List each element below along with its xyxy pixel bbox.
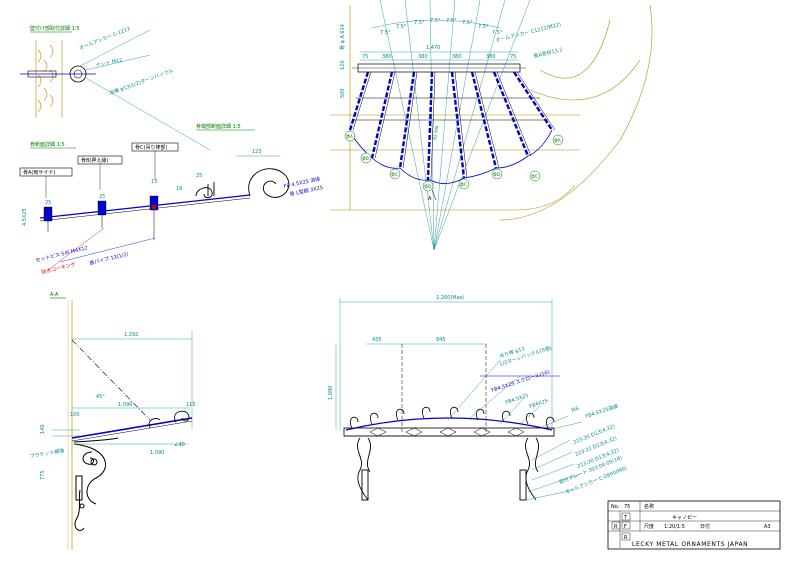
svg-text:380: 380 <box>452 54 462 60</box>
plan-anchor-label: オールアンカー C1212(M12) <box>495 22 562 44</box>
svg-text:骨C: 骨C <box>531 173 538 179</box>
scroll-end-ornament <box>195 168 290 199</box>
wall-attachment-detail: 壁付け部取付詳細 1:5 オールアンカー C-1212 ナット M12 吊棒 φ… <box>20 25 211 151</box>
title-scale-value: 1:20/1:5 <box>664 524 685 530</box>
svg-text:FB4.5X25溶接: FB4.5X25溶接 <box>584 403 619 420</box>
caulking-label: 防水コーキング <box>41 261 77 276</box>
svg-text:FB4.5X25 スクロール(16): FB4.5X25 スクロール(16) <box>491 369 551 394</box>
svg-text:骨A: 骨A <box>554 137 561 143</box>
anchor-label: オールアンカー C-1212 <box>79 26 132 52</box>
svg-text:75: 75 <box>510 54 516 60</box>
plan-bone-markers: 骨A 骨B 骨C 骨D 骨C 骨D 骨C 骨A <box>344 130 564 192</box>
svg-text:骨C: 骨C <box>391 171 398 177</box>
front-section-title: 骨断面詳細 1:5 <box>30 141 65 148</box>
side-top-dim: 1,292 <box>124 332 138 338</box>
svg-text:16: 16 <box>176 186 182 192</box>
svg-text:骨C: 骨C <box>460 181 467 187</box>
svg-text:FB4.5X25: FB4.5X25 <box>505 393 530 406</box>
end-detail-title: 骨端部断面詳細 1:5 <box>196 123 241 130</box>
bone-b-label: 骨B(押え縁) <box>81 157 108 164</box>
svg-text:日付: 日付 <box>700 523 710 530</box>
svg-text:名称: 名称 <box>644 503 654 510</box>
wall-detail-title: 壁付け部取付詳細 1:5 <box>30 25 80 32</box>
svg-text:FB4X25: FB4X25 <box>529 398 549 410</box>
svg-text:7.5°: 7.5° <box>478 24 489 30</box>
svg-text:骨A: 骨A <box>346 133 353 139</box>
title-no-label: No. <box>611 504 620 510</box>
svg-text:25: 25 <box>99 194 105 200</box>
svg-text:380: 380 <box>382 54 392 60</box>
svg-text:7.5°: 7.5° <box>396 24 407 30</box>
svg-text:A3: A3 <box>764 524 771 530</box>
svg-text:M6: M6 <box>571 406 580 414</box>
side-bracket <box>73 437 119 531</box>
svg-text:ブラケット補強: ブラケット補強 <box>29 447 65 460</box>
svg-text:1,090: 1,090 <box>150 450 164 456</box>
company-name: LECKY METAL ORNAMENTS JAPAN <box>632 541 748 548</box>
title-no-value: 75 <box>624 504 630 510</box>
svg-text:7.5°: 7.5° <box>380 30 391 36</box>
svg-text:尺度: 尺度 <box>644 523 654 530</box>
svg-text:7.5°: 7.5° <box>414 20 425 26</box>
set-screw-label: セットビス 5/6 M4X12 <box>35 244 89 264</box>
front-scroll-tops <box>350 406 555 429</box>
svg-text:845: 845 <box>436 337 446 343</box>
front-elevation: 2,260(Max) 435 845 1,090 <box>328 295 628 501</box>
wall-hatch <box>35 40 63 118</box>
svg-text:骨D: 骨D <box>493 171 500 177</box>
bone-section-detail: 骨断面詳細 1:5 骨端部断面詳細 1:5 骨C(吊り棒部) 骨B(押え縁) 骨… <box>19 123 324 276</box>
plan-view: 7.5° 7.5° 7.5° 7.5° 7.5° 7.5° 7.5° 7.5° … <box>330 0 653 251</box>
svg-text:骨D: 骨D <box>424 183 431 189</box>
svg-text:4.5X25: 4.5X25 <box>22 208 28 226</box>
svg-text:7.5°: 7.5° <box>430 18 441 24</box>
svg-text:120: 120 <box>340 60 346 70</box>
svg-text:7.5°: 7.5° <box>462 20 473 26</box>
svg-text:75: 75 <box>362 54 368 60</box>
front-height-dim: 1,090 <box>328 386 334 400</box>
svg-text:380: 380 <box>486 54 496 60</box>
eye-nut-ring <box>69 65 87 83</box>
turnbuckle-label: 吊棒 φ13(1/2)ターンバックル <box>108 67 174 97</box>
side-section-aa: A-A 1,292 45° 1,090 100 115 140 775 <box>29 292 196 550</box>
svg-text:∠40: ∠40 <box>174 442 185 448</box>
svg-text:775: 775 <box>40 470 46 480</box>
plan-total-dim: 1,470 <box>426 45 440 51</box>
svg-text:115: 115 <box>186 402 196 408</box>
svg-text:7.5°: 7.5° <box>492 30 503 36</box>
svg-text:435: 435 <box>372 337 382 343</box>
bone-c-label: 骨C(吊り棒部) <box>135 144 167 151</box>
pipe-label: 鉄パイプ 13(1/2) <box>89 250 129 266</box>
svg-text:25: 25 <box>196 173 202 179</box>
svg-text:7.5°: 7.5° <box>446 18 457 24</box>
svg-text:13: 13 <box>151 179 157 185</box>
svg-text:R: R <box>614 524 618 530</box>
svg-text:380: 380 <box>418 54 428 60</box>
svg-text:R2,390: R2,390 <box>432 125 439 140</box>
title-name-value: キャノピー <box>672 515 697 521</box>
svg-text:T: T <box>623 515 628 521</box>
section-aa-title: A-A <box>50 292 59 298</box>
svg-text:A: A <box>428 196 432 202</box>
plan-left-dim: 骨 φ A.614 <box>340 24 346 50</box>
svg-text:25: 25 <box>45 200 51 206</box>
plan-bolt-label: 骨A受材13.2 <box>533 46 563 60</box>
front-total-dim: 2,260(Max) <box>436 295 465 301</box>
svg-text:F: F <box>624 524 627 530</box>
svg-text:R: R <box>624 535 628 541</box>
svg-text:140: 140 <box>40 424 46 434</box>
svg-text:123: 123 <box>252 149 262 155</box>
bone-a-label: 骨A(両サイド) <box>23 170 55 176</box>
svg-text:骨B: 骨B <box>362 155 369 161</box>
svg-text:1,090: 1,090 <box>118 402 132 408</box>
svg-text:100: 100 <box>70 412 80 418</box>
nut-label: ナット M12 <box>95 57 123 69</box>
svg-text:45°: 45° <box>96 394 105 400</box>
title-block: No. 75 名称 キャノピー 尺度 1:20/1:5 日付 A3 T F R … <box>607 500 781 550</box>
front-brackets <box>357 437 540 501</box>
svg-text:500: 500 <box>340 88 346 98</box>
